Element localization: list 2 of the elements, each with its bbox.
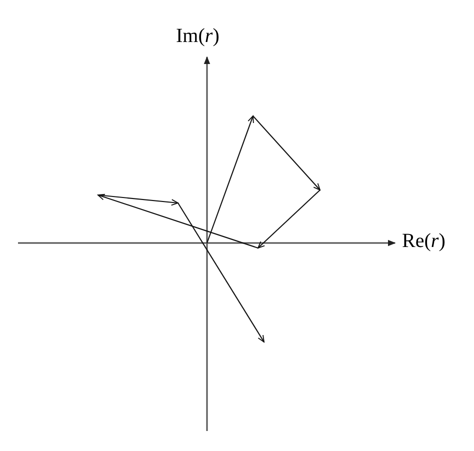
axis-label: Im(r) [176,26,220,46]
axis-label: Re(r) [402,231,446,251]
